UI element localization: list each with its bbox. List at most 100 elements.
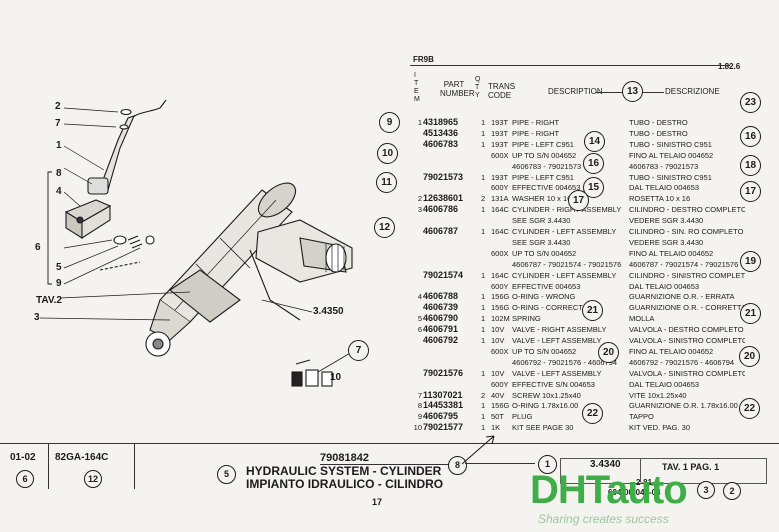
row-description: SCREW 10x1.25x40 [512,390,581,400]
callout-9: 9 [379,112,400,133]
row-descrizione: VITE 10x1.25x40 [629,390,687,400]
title-block-rule [0,443,779,444]
row-trans-code: 164C [491,270,509,280]
watermark-tagline: Sharing creates success [538,512,669,526]
callout-16a: 16 [583,153,604,174]
callout-20b: 20 [739,346,760,367]
callout-17a: 17 [568,190,589,211]
row-descrizione: FINO AL TELAIO 004652 [629,248,714,258]
title-english: HYDRAULIC SYSTEM - CYLINDER [246,464,442,478]
callout-11: 11 [376,172,397,193]
row-part-number: 4606790 [423,313,459,324]
row-trans-code: 600X [491,346,509,356]
callout-14: 14 [584,131,605,152]
exploded-view-drawing [39,99,353,387]
row-descrizione: CILINDRO - DESTRO COMPLETO [629,205,745,215]
row-descrizione: GUARNIZIONE O.R. - ERRATA [629,292,735,302]
row-part-number: 14453381 [423,400,464,411]
figure-label-3: 3 [34,312,40,323]
row-item: 4 [417,292,422,302]
callout-3: 3 [697,481,715,499]
row-part-number: 79021576 [423,367,464,378]
header-part-number: PART NUMBER [440,80,475,98]
row-part-number: 79021573 [423,171,464,182]
header-rule [410,65,730,66]
row-trans-code: 193T [491,118,509,127]
row-trans-code: 131A [491,194,509,204]
row-trans-code: 600Y [491,379,509,389]
row-descrizione: VEDERE SGR 3.4430 [629,216,704,226]
row-part-number: 4606787 [423,226,459,236]
row-qty: 1 [481,336,486,345]
row-trans-code: 600Y [491,281,509,291]
row-qty: 1 [481,227,486,236]
row-description: PIPE - RIGHT [512,118,560,127]
arrow-icon [461,435,495,465]
row-part-number: 4606788 [423,291,459,302]
row-description: VALVE - RIGHT ASSEMBLY [512,325,607,335]
row-description: 4606783 - 79021573 [512,161,582,171]
row-descrizione: TUBO - DESTRO [629,128,688,138]
row-part-number: 4318965 [423,117,459,127]
code-a: 2-81 [636,478,653,487]
callout-2: 2 [723,482,741,500]
figure-label-1: 1 [56,140,62,151]
section-code-1: 01-02 [10,452,36,463]
row-part-number: 4606792 [423,335,459,345]
figure-label-4: 4 [56,186,62,197]
callout-8: 8 [448,456,467,475]
row-qty: 1 [481,303,486,313]
row-trans-code: 600X [491,150,509,160]
row-description: VALVE - LEFT ASSEMBLY [512,336,602,345]
row-description: PLUG [512,412,533,422]
callout-19: 19 [740,251,761,272]
row-item: 3 [417,205,422,215]
row-trans-code: 50T [491,412,504,422]
row-qty: 2 [481,390,486,400]
row-qty: 1 [481,139,486,149]
row-descrizione: FINO AL TELAIO 004652 [629,150,714,160]
callout-15: 15 [583,177,604,198]
row-part-number: 4606795 [423,411,459,422]
sgr-number: 3.4340 [590,459,621,470]
callout-23: 23 [740,92,761,113]
callout-21a: 21 [582,300,603,321]
watermark: DHTauto Sharing creates success [530,468,775,532]
row-descrizione: FINO AL TELAIO 004652 [629,346,714,356]
row-description: O-RING - CORRECT [512,303,583,313]
row-qty: 1 [481,401,486,411]
figure-label-10: 10 [330,372,342,383]
row-description: UP TO S/N 004652 [512,248,577,258]
header-trans-code: TRANS CODE [488,82,516,100]
row-descrizione: TUBO - SINISTRO C951 [629,139,712,149]
row-description: PIPE - RIGHT [512,128,560,138]
callout-22a: 22 [582,403,603,424]
row-description: SPRING [512,314,541,324]
row-trans-code: 193T [491,172,509,182]
row-descrizione: DAL TELAIO 004653 [629,281,700,291]
row-item: 9 [417,412,422,422]
row-description: CYLINDER - LEFT ASSEMBLY [512,270,617,280]
row-description: CYLINDER - RIGHT ASSEMBLY [512,205,622,215]
row-part-number: 4606791 [423,324,459,335]
row-descrizione: TUBO - SINISTRO C951 [629,172,712,182]
figure-label-6: 6 [35,242,41,253]
figure-label-9: 9 [56,278,62,289]
row-qty: 1 [481,128,486,138]
row-qty: 1 [481,118,486,127]
header-descrizione: DESCRIZIONE [665,87,720,96]
callout-1: 1 [538,455,557,474]
callout-16b: 16 [740,126,761,147]
